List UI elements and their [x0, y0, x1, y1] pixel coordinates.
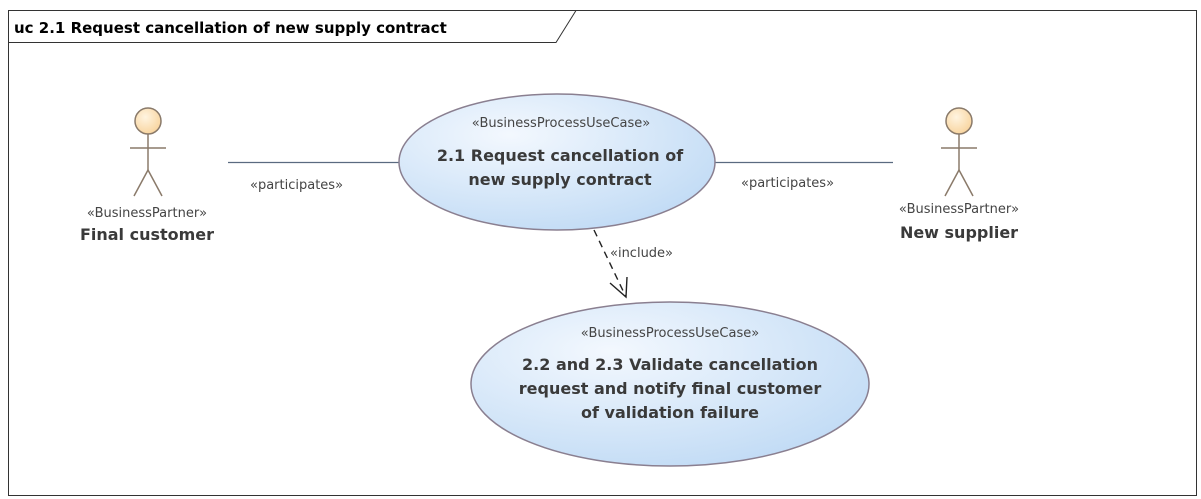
participates-connector-left[interactable]: «participates» — [228, 161, 402, 194]
frame-title: uc 2.1 Request cancellation of new suppl… — [14, 19, 447, 37]
actor-final-customer-name: Final customer — [80, 225, 214, 244]
use-case-2-2-name-line-2: request and notify final customer — [519, 379, 822, 398]
participates-label-left: «participates» — [250, 178, 343, 193]
participates-connector-right[interactable]: «participates» — [712, 161, 893, 192]
use-case-2-1[interactable]: «BusinessProcessUseCase» 2.1 Request can… — [398, 93, 716, 231]
use-case-2-1-name-line-1: 2.1 Request cancellation of — [437, 146, 684, 165]
use-case-2-1-stereotype: «BusinessProcessUseCase» — [472, 116, 650, 131]
use-case-2-2-2-3[interactable]: «BusinessProcessUseCase» 2.2 and 2.3 Val… — [470, 301, 870, 467]
actor-new-supplier[interactable]: «BusinessPartner» New supplier — [899, 107, 1019, 242]
include-label: «include» — [610, 246, 673, 261]
actor-new-supplier-stereotype: «BusinessPartner» — [899, 202, 1019, 217]
participates-label-right: «participates» — [741, 176, 834, 191]
include-arrowhead — [609, 276, 628, 299]
actor-figure-icon — [130, 107, 166, 197]
use-case-2-1-name-line-2: new supply contract — [468, 170, 652, 189]
actor-final-customer[interactable]: «BusinessPartner» Final customer — [80, 107, 214, 244]
actor-final-customer-stereotype: «BusinessPartner» — [87, 206, 207, 221]
include-connector[interactable]: «include» — [593, 229, 673, 299]
use-case-2-2-name-line-3: of validation failure — [581, 403, 759, 422]
use-case-2-2-name-line-1: 2.2 and 2.3 Validate cancellation — [522, 355, 818, 374]
actor-figure-icon — [941, 107, 977, 197]
actor-new-supplier-name: New supplier — [900, 223, 1018, 242]
use-case-2-2-stereotype: «BusinessProcessUseCase» — [581, 326, 759, 341]
